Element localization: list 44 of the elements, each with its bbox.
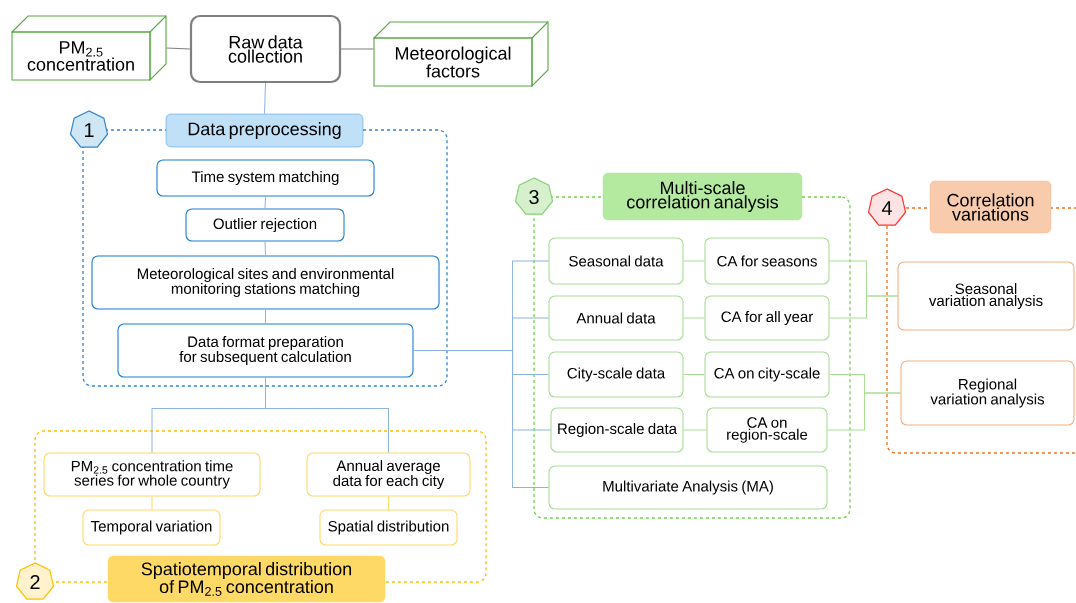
step-box: Annual data	[548, 295, 684, 341]
rounded-box: Raw data collection	[189, 14, 342, 84]
connector-line	[166, 47, 191, 50]
step-box: Multivariate Analysis (MA)	[548, 465, 828, 510]
connector-line	[265, 309, 266, 324]
step-box: Data format preparation for subsequent calculation	[117, 323, 414, 378]
connector-line	[264, 82, 266, 115]
step-box: Annual average data for each city	[306, 452, 471, 497]
heading-box: Multi-scale correlation analysis	[602, 172, 803, 221]
connector-line	[413, 350, 549, 488]
connector-line	[683, 260, 705, 262]
heading-box: Correlation variations	[929, 180, 1052, 234]
connector-line	[683, 429, 707, 431]
heading-box: Spatiotemporal distribution of PM$_{2.5}$ concentration	[107, 555, 386, 603]
connector-line	[388, 496, 389, 510]
step-box: Spatial distribution	[319, 509, 458, 546]
connector-line	[264, 241, 266, 256]
step-box: Temporal variation	[82, 509, 221, 546]
number-badge: 1	[69, 110, 109, 148]
connector-line	[340, 48, 374, 50]
step-box: Seasonal data	[548, 237, 684, 285]
heading-box: Data preprocessing	[165, 113, 364, 148]
step-box: Region-scale data	[550, 407, 684, 453]
connector-line	[829, 295, 898, 319]
number-badge: 2	[15, 562, 55, 600]
step-box: PM$_{2.5}$ concentration time series for whole country	[43, 452, 261, 497]
connector-line	[151, 496, 153, 510]
step-box: Regional variation analysis	[900, 360, 1075, 426]
step-box: Time system matching	[156, 159, 375, 197]
connector-line	[827, 392, 901, 431]
step-box: City-scale data	[548, 351, 684, 398]
step-box: CA on region-scale	[706, 407, 828, 453]
step-box: CA for seasons	[704, 237, 830, 285]
connector-line	[264, 196, 266, 209]
step-box: Seasonal variation analysis	[897, 261, 1075, 331]
number-badge: 4	[867, 188, 907, 226]
connector-line	[683, 374, 705, 375]
step-box: CA on city-scale	[704, 351, 830, 398]
step-box: CA for all year	[704, 295, 830, 341]
number-badge: 3	[514, 177, 554, 215]
step-box: Meteorological sites and environmental monitoring stations matching	[91, 255, 440, 310]
step-box: Outlier rejection	[185, 208, 345, 242]
connector-line	[265, 377, 389, 453]
connector-line	[683, 317, 705, 319]
